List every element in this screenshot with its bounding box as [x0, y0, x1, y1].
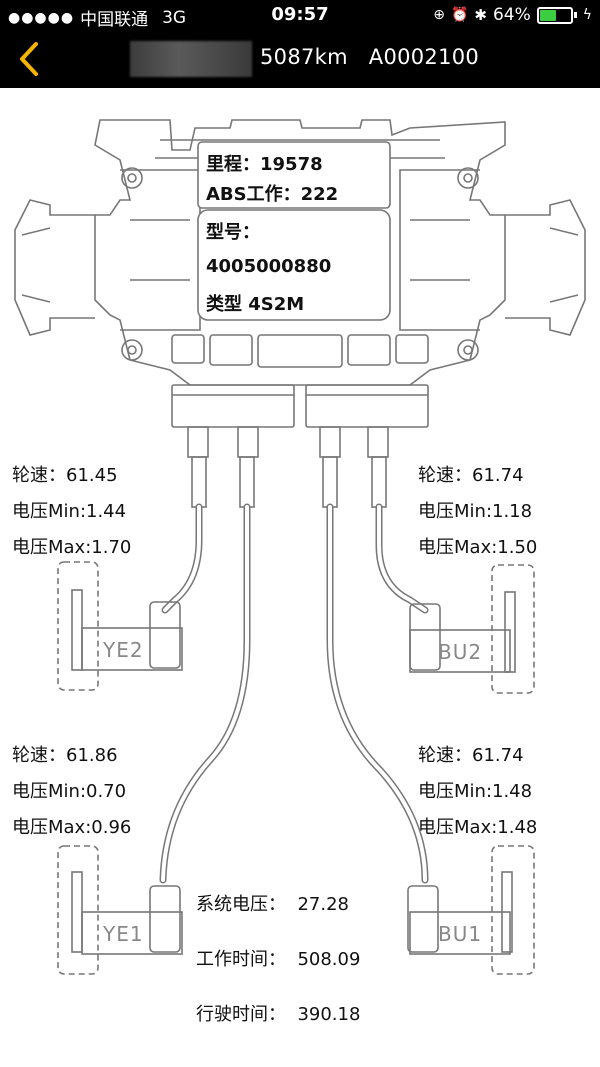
ecu-housing — [94, 119, 506, 386]
back-button[interactable] — [10, 38, 50, 80]
status-bar: ●●●●● 中国联通 3G 09:57 ⊕ ⏰ ✱ 64% ϟ — [0, 0, 600, 30]
page-title: 5087km A0002100 — [260, 45, 480, 69]
status-left: ●●●●● 中国联通 3G — [8, 5, 187, 31]
ye2-wheel-speed: 轮速：61.45 — [12, 465, 118, 486]
clock: 09:57 — [271, 4, 329, 25]
ye2-voltage-max: 电压Max:1.70 — [12, 537, 132, 558]
battery-tip — [573, 12, 577, 18]
status-right: ⊕ ⏰ ✱ 64% ϟ — [433, 5, 592, 25]
ye2-sensor-label: YE2 — [103, 638, 144, 662]
model-value: 4005000880 — [206, 256, 332, 277]
drive-time: 行驶时间： 390.18 — [196, 1004, 361, 1025]
model-label: 型号： — [206, 222, 260, 243]
nav-bar: 5087km A0002100 — [0, 30, 600, 88]
bu1-wheel-speed: 轮速：61.74 — [418, 745, 524, 766]
abs-work-text: ABS工作：222 — [206, 184, 339, 205]
battery-percent: 64% — [492, 5, 531, 25]
mileage-text: 里程：19578 — [206, 154, 323, 175]
alarm-icon: ⏰ — [450, 7, 469, 23]
type-text: 类型 4S2M — [206, 294, 305, 315]
license-plate-redacted — [130, 41, 252, 77]
bu2-sensor-label: BU2 — [438, 640, 483, 664]
work-time: 工作时间： 508.09 — [196, 949, 361, 970]
bu2-voltage-min: 电压Min:1.18 — [418, 501, 533, 522]
signal-strength-icon: ●●●●● — [8, 9, 75, 26]
system-voltage: 系统电压： 27.28 — [196, 894, 349, 915]
charging-icon: ϟ — [582, 7, 592, 23]
bluetooth-icon: ✱ — [474, 6, 487, 24]
ye1-voltage-max: 电压Max:0.96 — [12, 817, 132, 838]
carrier-name: 中国联通 — [80, 10, 149, 30]
network-type: 3G — [162, 7, 187, 28]
abs-wiring-diagram — [14, 119, 586, 975]
ecu-right-mount — [505, 199, 586, 336]
ye1-voltage-min: 电压Min:0.70 — [12, 781, 127, 802]
ye2-voltage-min: 电压Min:1.44 — [12, 501, 127, 522]
bu1-voltage-max: 电压Max:1.48 — [418, 817, 538, 838]
ye1-wheel-speed: 轮速：61.86 — [12, 745, 118, 766]
bu1-sensor-label: BU1 — [438, 922, 483, 946]
chevron-left-icon — [20, 42, 38, 76]
bu2-voltage-max: 电压Max:1.50 — [418, 537, 538, 558]
bu1-voltage-min: 电压Min:1.48 — [418, 781, 533, 802]
rotation-lock-icon: ⊕ — [433, 7, 445, 23]
info-box-bottom — [197, 209, 391, 321]
ecu-left-mount — [14, 199, 95, 336]
info-box-top — [197, 141, 391, 209]
cable-ye1 — [159, 503, 251, 884]
ye1-sensor-label: YE1 — [103, 922, 144, 946]
battery-icon — [536, 6, 573, 24]
bu2-wheel-speed: 轮速：61.74 — [418, 465, 524, 486]
